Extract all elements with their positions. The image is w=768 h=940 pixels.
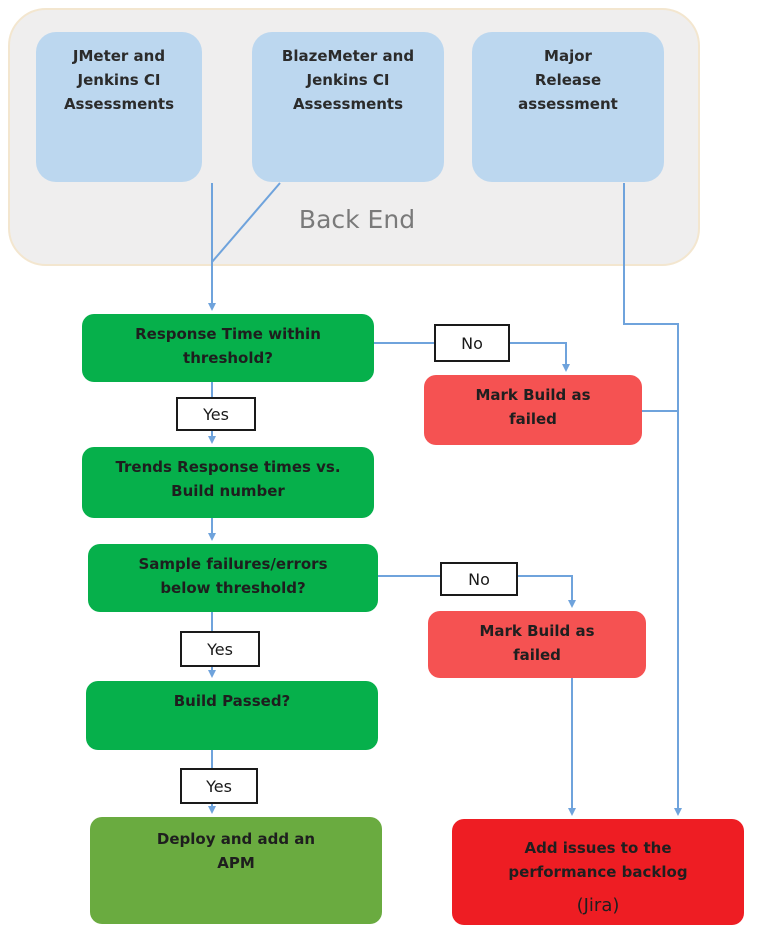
sample-failures-label: Sample failures/errors below threshold? <box>138 555 328 597</box>
yes-label-2: Yes <box>180 631 260 667</box>
jmeter-jenkins-node: JMeter and Jenkins CI Assessments <box>36 32 202 182</box>
build-passed-label: Build Passed? <box>173 692 291 710</box>
sample-failures-decision: Sample failures/errors below threshold? <box>88 544 378 612</box>
deploy-apm-label: Deploy and add an APM <box>156 830 316 872</box>
connector-major-release-to-backlog <box>623 183 682 816</box>
major-release-label: Major Release assessment <box>518 47 618 113</box>
mark-build-failed-label-1: Mark Build as failed <box>475 386 591 428</box>
no-label-1: No <box>434 324 510 362</box>
blazemeter-jenkins-label: BlazeMeter and Jenkins CI Assessments <box>281 47 415 113</box>
back-end-label: Back End <box>298 205 416 234</box>
major-release-node: Major Release assessment <box>472 32 664 182</box>
add-issues-label: Add issues to the performance backlog <box>508 839 688 881</box>
jira-label: (Jira) <box>576 895 620 916</box>
no-label-2: No <box>440 562 518 596</box>
yes-label-3: Yes <box>180 768 258 804</box>
trends-response-node: Trends Response times vs. Build number <box>82 447 374 518</box>
connector-blazemeter-to-response <box>211 182 281 263</box>
mark-build-failed-node-1: Mark Build as failed <box>424 375 642 445</box>
blazemeter-jenkins-node: BlazeMeter and Jenkins CI Assessments <box>252 32 444 182</box>
mark-build-failed-label-2: Mark Build as failed <box>479 622 595 664</box>
response-time-label: Response Time within threshold? <box>135 325 321 367</box>
response-time-decision: Response Time within threshold? <box>82 314 374 382</box>
trends-response-label: Trends Response times vs. Build number <box>115 458 341 500</box>
add-issues-node: Add issues to the performance backlog (J… <box>452 819 744 925</box>
deploy-apm-node: Deploy and add an APM <box>90 817 382 924</box>
yes-label-1: Yes <box>176 397 256 431</box>
jmeter-jenkins-label: JMeter and Jenkins CI Assessments <box>63 47 175 113</box>
mark-build-failed-node-2: Mark Build as failed <box>428 611 646 678</box>
build-passed-decision: Build Passed? <box>86 681 378 750</box>
